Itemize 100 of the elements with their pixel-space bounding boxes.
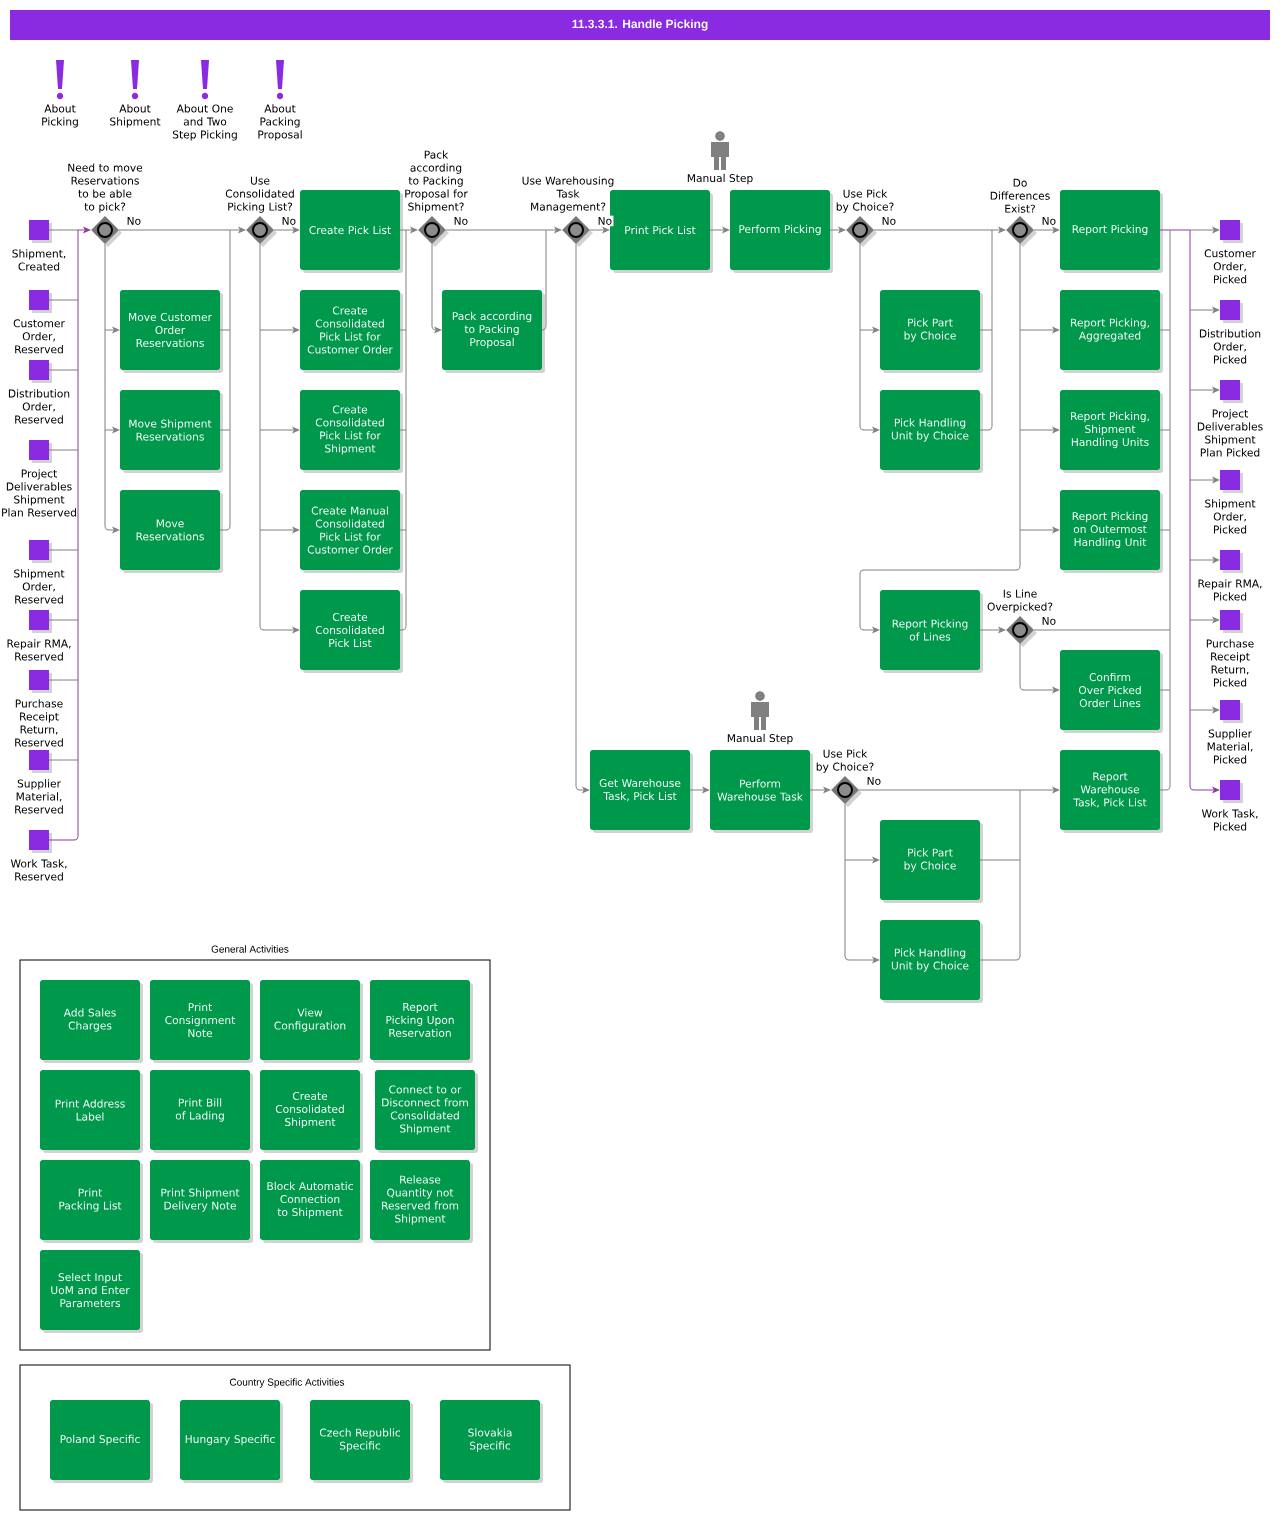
title-bar: 11.3.3.1. Handle Picking [10,10,1270,40]
arrow [259,527,300,533]
connector [1019,329,1021,431]
arrow [1189,477,1220,483]
connector [1189,229,1191,311]
event-label: Shipment, Created [12,249,66,271]
task-box: Perform Warehouse Task [710,750,813,833]
arrow [545,227,562,233]
connector [229,229,231,331]
arrow [709,227,730,233]
connector [445,229,547,231]
note-label: About One and Two Step Picking [172,104,237,141]
arrow [1019,327,1060,333]
connector [1169,629,1171,691]
task-box: Slovakia Specific [440,1400,543,1483]
connector [1159,229,1171,231]
connector [48,759,79,841]
arrow [259,529,300,633]
connector [1159,329,1171,331]
gateway-question: Use Consolidated Picking List? [225,176,294,213]
event-label: Purchase Receipt Return, Picked [1206,639,1254,687]
connector [979,329,993,431]
arrow [405,227,418,233]
event-label: Repair RMA, Picked [1198,579,1262,601]
gateway-question: Pack according to Packing Proposal for Shipment? [405,150,468,213]
edge-label: No [596,215,614,227]
edge-label: No [865,775,883,787]
connector [48,299,79,301]
connector [1019,429,1021,531]
connector [259,243,261,331]
arrow [104,429,120,533]
arrow [589,227,610,233]
connector [77,369,79,451]
edge-label: No [452,215,470,227]
connector [48,679,79,681]
arrow [979,627,1006,633]
event-label: Customer Order, Reserved [13,319,65,354]
event-label: Repair RMA, Reserved [7,639,71,661]
connector [219,329,231,331]
connector [77,299,79,371]
task-box: Confirm Over Picked Order Lines [1060,650,1163,733]
arrow [273,227,300,233]
connector [77,679,79,761]
arrow [859,327,880,333]
event-label: Project Deliverables Shipment Plan Picked [1197,409,1263,457]
task-box: Perform Picking [730,190,833,273]
gateway-question: Need to move Reservations to be able to pick? [68,163,143,213]
connector [48,549,79,551]
task-box: Get Warehouse Task, Pick List [590,750,693,833]
event-label: Shipment Order, Reserved [14,569,65,604]
task-box: Hungary Specific [180,1400,283,1483]
task-box: Poland Specific [50,1400,153,1483]
arrow [431,243,442,333]
arrow [229,227,246,233]
connector [873,229,993,231]
gateway-question: Is Line Overpicked? [987,589,1053,613]
arrow [104,327,120,333]
edge-label: No [1040,215,1058,227]
task-box: Print Address Label [40,1070,143,1153]
connector [859,243,861,331]
arrow [809,787,831,793]
node-label: Manual Step [727,733,793,745]
task-box: Report Picking on Outermost Handling Unit [1060,490,1163,573]
event-label: Work Task, Reserved [10,859,67,881]
connector [1159,689,1171,791]
connector [1169,229,1191,231]
connector [104,243,106,331]
note-label: About Shipment [110,104,161,128]
connector [77,549,79,621]
task-box: Print Consignment Note [150,980,253,1063]
task-box: Report Picking of Lines [880,590,983,673]
task-box: Pick Part by Choice [880,820,983,903]
connector [1189,619,1191,711]
task-box: Create Consolidated Pick List for Customer Order [300,290,403,373]
task-box: Report Picking, Aggregated [1060,290,1163,373]
edge-label: No [1040,615,1058,627]
connector [858,789,1021,791]
arrow [1019,643,1060,693]
arrow [104,427,120,433]
arrow [1019,787,1060,793]
task-box: Connect to or Disconnect from Consolidated Shipment [375,1070,478,1153]
event-label: Distribution Order, Reserved [8,389,70,424]
connector [118,229,231,231]
connector [77,449,79,551]
task-box: Create Consolidated Pick List for Shipment [300,390,403,473]
arrow [1019,527,1060,533]
task-box: Pick Handling Unit by Choice [880,920,983,1003]
connector [259,429,261,531]
task-box: Czech Republic Specific [310,1400,413,1483]
arrow [259,327,300,333]
arrow [844,857,880,863]
arrow [689,787,710,793]
connector [979,329,993,331]
task-box: Print Packing List [40,1160,143,1243]
connector [219,429,231,531]
task-box: Move Reservations [120,490,223,573]
arrow [1019,427,1060,433]
arrow [1189,307,1220,313]
connector [229,329,231,431]
connector [1189,309,1191,391]
